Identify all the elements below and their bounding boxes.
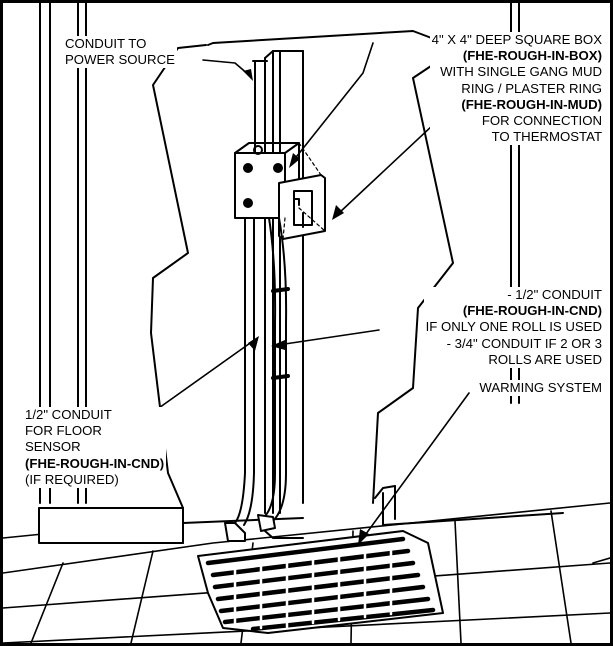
box-line2: WITH SINGLE GANG MUD (440, 64, 602, 80)
label-conduit-to-power: CONDUIT TO POWER SOURCE (63, 36, 177, 69)
main-conduit-line4: ROLLS ARE USED (488, 351, 602, 367)
baseboard (38, 485, 564, 544)
floor-conduits (224, 217, 304, 542)
main-conduit-part-number: (FHE-ROUGH-IN-CND) (462, 303, 602, 319)
warming-mat (197, 530, 444, 634)
box-part-number: (FHE-ROUGH-IN-BOX) (462, 48, 602, 64)
label-main-conduit: - 1/2" CONDUIT (FHE-ROUGH-IN-CND) IF ONL… (423, 287, 604, 369)
box-line4: FOR CONNECTION (481, 113, 602, 129)
power-conduit (252, 60, 268, 154)
label-conduit-to-power-line1: CONDUIT TO (65, 36, 147, 51)
wall-cutaway-right (412, 47, 459, 389)
leader-lines (141, 42, 470, 539)
main-conduit-line3: - 3/4" CONDUIT IF 2 OR 3 (446, 335, 602, 351)
wall-cutaway-top (207, 30, 459, 49)
arrowheads (243, 69, 369, 545)
stud (264, 50, 304, 514)
sensor-conduit-line3: SENSOR (25, 439, 81, 455)
mud-ring (278, 174, 326, 240)
box-line3: RING / PLASTER RING (461, 80, 602, 96)
label-warming-system: WARMING SYSTEM (477, 380, 604, 397)
sensor-conduit-line4: (IF REQUIRED) (25, 471, 119, 487)
main-conduit-line2: IF ONLY ONE ROLL IS USED (425, 319, 602, 335)
box-line1: 4" x 4" DEEP SQUARE BOX (431, 32, 602, 47)
label-sensor-conduit: 1/2" CONDUIT FOR FLOOR SENSOR (FHE-ROUGH… (23, 407, 167, 489)
box-line5: TO THERMOSTAT (491, 129, 602, 145)
label-conduit-to-power-line2: POWER SOURCE (65, 52, 175, 68)
label-square-box: 4" x 4" DEEP SQUARE BOX (FHE-ROUGH-IN-BO… (429, 32, 604, 146)
sensor-conduit-line1: 1/2" CONDUIT (25, 407, 112, 422)
sensor-conduit-part-number: (FHE-ROUGH-IN-CND) (25, 455, 165, 471)
heating-cable (205, 536, 436, 632)
mud-ring-part-number: (FHE-ROUGH-IN-MUD) (461, 96, 602, 112)
warming-system-text: WARMING SYSTEM (479, 380, 602, 395)
main-conduit-line1: - 1/2" CONDUIT (507, 287, 602, 302)
sensor-conduit-line2: FOR FLOOR (25, 423, 102, 439)
mat-gaps (233, 545, 393, 630)
